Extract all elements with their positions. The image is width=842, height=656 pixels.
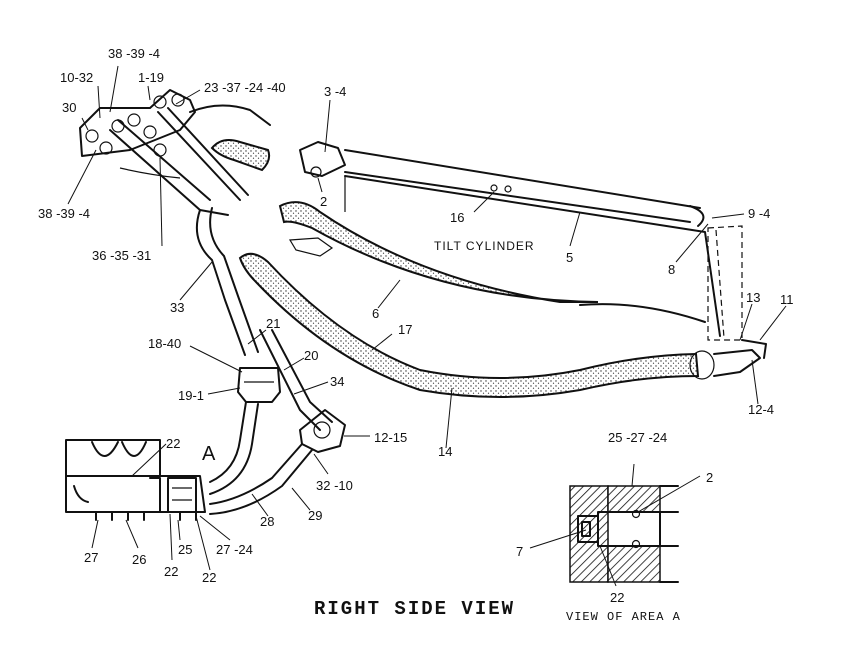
callout-19-1: 19-1 bbox=[178, 388, 204, 403]
callout-29: 29 bbox=[308, 508, 322, 523]
callout-14: 14 bbox=[438, 444, 452, 459]
callout-36-35-31: 36 -35 -31 bbox=[92, 248, 151, 263]
callout-25-27-24: 25 -27 -24 bbox=[608, 430, 667, 445]
callout-27: 27 bbox=[84, 550, 98, 565]
callout-21: 21 bbox=[266, 316, 280, 331]
callout-38-39-4-top: 38 -39 -4 bbox=[108, 46, 160, 61]
view-title: RIGHT SIDE VIEW bbox=[314, 598, 515, 620]
callout-1-19: 1-19 bbox=[138, 70, 164, 85]
callout-2-inset: 2 bbox=[706, 470, 713, 485]
callout-26: 26 bbox=[132, 552, 146, 567]
callout-7: 7 bbox=[516, 544, 523, 559]
tilt-cylinder-label: TILT CYLINDER bbox=[434, 239, 535, 253]
callout-10-32: 10-32 bbox=[60, 70, 93, 85]
callout-6: 6 bbox=[372, 306, 379, 321]
callout-25: 25 bbox=[178, 542, 192, 557]
tilt-cylinder bbox=[299, 141, 743, 341]
valve-block bbox=[65, 439, 206, 521]
callout-22-inset: 22 bbox=[610, 590, 624, 605]
callout-30: 30 bbox=[62, 100, 76, 115]
hose-14 bbox=[238, 252, 700, 398]
inset-title: VIEW OF AREA A bbox=[566, 610, 681, 624]
hose-lower-right-fitting bbox=[689, 339, 767, 380]
callout-12-4: 12-4 bbox=[748, 402, 774, 417]
callout-33: 33 bbox=[170, 300, 184, 315]
callout-17: 17 bbox=[398, 322, 412, 337]
callout-13: 13 bbox=[746, 290, 760, 305]
direction-arrow bbox=[288, 237, 334, 257]
callout-28: 28 bbox=[260, 514, 274, 529]
callout-8: 8 bbox=[668, 262, 675, 277]
area-a-marker: A bbox=[202, 443, 216, 465]
callout-5: 5 bbox=[566, 250, 573, 265]
callout-20: 20 bbox=[304, 348, 318, 363]
callout-38-39-4-left: 38 -39 -4 bbox=[38, 206, 90, 221]
callout-22-bottom-b: 22 bbox=[202, 570, 216, 585]
callout-16: 16 bbox=[450, 210, 464, 225]
tubes-lower bbox=[209, 401, 313, 515]
callout-34: 34 bbox=[330, 374, 344, 389]
hose-upper-left bbox=[210, 139, 271, 172]
inset-view-area-a bbox=[529, 463, 701, 587]
callout-22-top: 22 bbox=[166, 436, 180, 451]
tubes-upper bbox=[109, 107, 259, 356]
callout-32-10: 32 -10 bbox=[316, 478, 353, 493]
callout-27-24: 27 -24 bbox=[216, 542, 253, 557]
callout-12-15: 12-15 bbox=[374, 430, 407, 445]
middle-clamp bbox=[237, 329, 333, 431]
leader-lines bbox=[67, 65, 787, 571]
callout-22-bottom-a: 22 bbox=[164, 564, 178, 579]
callout-labels: 10-32 38 -39 -4 1-19 23 -37 -24 -40 30 3… bbox=[38, 46, 794, 605]
callout-3-4: 3 -4 bbox=[324, 84, 346, 99]
callout-9-4: 9 -4 bbox=[748, 206, 770, 221]
callout-18-40: 18-40 bbox=[148, 336, 181, 351]
hose-6 bbox=[278, 201, 599, 303]
callout-11: 11 bbox=[780, 292, 794, 307]
upper-brackets bbox=[79, 89, 271, 179]
callout-2: 2 bbox=[320, 194, 327, 209]
callout-23-37-24-40: 23 -37 -24 -40 bbox=[204, 80, 286, 95]
